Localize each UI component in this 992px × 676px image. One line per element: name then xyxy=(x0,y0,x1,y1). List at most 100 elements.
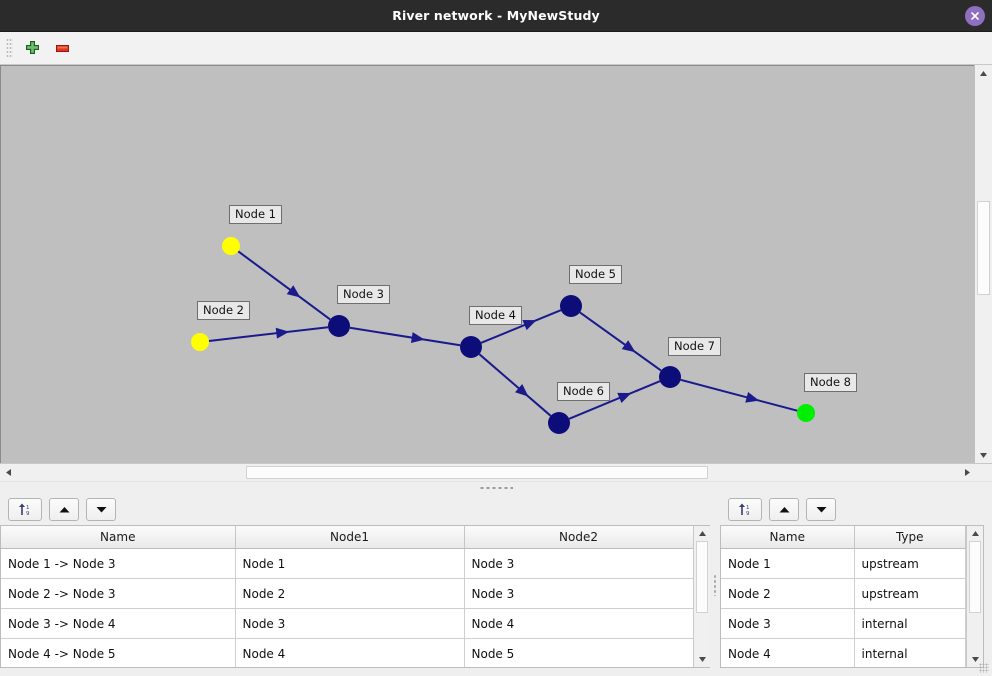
canvas-hscroll-thumb[interactable] xyxy=(246,466,708,479)
table-cell[interactable]: Node 2 -> Node 3 xyxy=(1,578,236,609)
table-cell[interactable]: Node 2 xyxy=(721,578,855,609)
graph-node-label[interactable]: Node 6 xyxy=(557,382,610,401)
column-header[interactable]: Node1 xyxy=(235,526,465,549)
graph-edge[interactable] xyxy=(568,380,661,420)
reaches-scroll-down-icon[interactable] xyxy=(694,652,710,667)
nodes-move-up-button[interactable] xyxy=(769,497,799,521)
scroll-left-icon[interactable] xyxy=(0,464,16,481)
table-cell[interactable]: Node 3 xyxy=(721,608,855,639)
reaches-scroll-up-icon[interactable] xyxy=(694,526,710,541)
window-resize-grip[interactable] xyxy=(979,663,989,673)
table-cell[interactable]: Node 5 xyxy=(464,638,693,667)
table-cell[interactable]: Node 1 -> Node 3 xyxy=(1,548,236,579)
column-header[interactable]: Name xyxy=(721,526,855,549)
graph-edge[interactable] xyxy=(208,326,329,342)
graph-node-label[interactable]: Node 1 xyxy=(229,205,282,224)
table-cell[interactable]: Node 1 xyxy=(721,548,855,579)
graph-node[interactable] xyxy=(222,237,240,255)
vertical-splitter[interactable] xyxy=(710,493,720,676)
table-cell[interactable]: Node 4 xyxy=(235,638,465,667)
nodes-vscroll-track[interactable] xyxy=(967,541,983,652)
toolbar-grip[interactable] xyxy=(6,38,13,58)
scroll-down-icon[interactable] xyxy=(975,447,992,463)
nodes-vscroll-thumb[interactable] xyxy=(969,541,981,613)
table-cell[interactable]: upstream xyxy=(854,548,966,579)
graph-node[interactable] xyxy=(659,366,681,388)
scroll-right-icon[interactable] xyxy=(959,464,975,481)
graph-node[interactable] xyxy=(460,336,482,358)
nodes-sort-button[interactable]: 1 9 xyxy=(728,497,762,521)
table-cell[interactable]: Node 2 xyxy=(235,578,465,609)
river-network-graph[interactable]: Node 1 Node 2 Node 3 Node 4 Node 5 Node 6 Node… xyxy=(0,65,974,463)
table-cell[interactable]: internal xyxy=(854,608,966,639)
table-cell[interactable]: Node 4 xyxy=(721,638,855,667)
canvas-horizontal-scrollbar[interactable] xyxy=(0,463,992,481)
table-cell[interactable]: Node 1 xyxy=(235,548,465,579)
graph-node-label[interactable]: Node 5 xyxy=(569,265,622,284)
table-cell[interactable]: Node 3 -> Node 4 xyxy=(1,608,236,639)
reaches-vscroll-track[interactable] xyxy=(694,541,710,652)
nodes-scroll-down-icon[interactable] xyxy=(967,652,983,667)
table-cell[interactable]: internal xyxy=(854,638,966,667)
graph-edge[interactable] xyxy=(237,250,331,321)
canvas-hscroll-track[interactable] xyxy=(16,464,959,481)
reaches-sort-button[interactable]: 1 9 xyxy=(8,497,42,521)
reaches-move-down-button[interactable] xyxy=(86,497,116,521)
graph-edge[interactable] xyxy=(579,311,662,372)
graph-node-label[interactable]: Node 8 xyxy=(804,373,857,392)
graph-node[interactable] xyxy=(328,315,350,337)
column-header[interactable]: Type xyxy=(854,526,966,549)
table-cell[interactable]: Node 3 xyxy=(464,548,693,579)
graph-edge[interactable] xyxy=(480,309,562,344)
nodes-move-down-button[interactable] xyxy=(806,497,836,521)
nodes-vertical-scrollbar[interactable] xyxy=(966,526,983,667)
add-node-button[interactable] xyxy=(17,34,47,62)
graph-node[interactable] xyxy=(548,412,570,434)
column-header[interactable]: Name xyxy=(1,526,236,549)
table-cell[interactable]: Node 3 xyxy=(464,578,693,609)
graph-edge[interactable] xyxy=(349,326,461,347)
table-cell[interactable]: Node 4 xyxy=(464,608,693,639)
canvas-vscroll-thumb[interactable] xyxy=(977,201,990,295)
reaches-vertical-scrollbar[interactable] xyxy=(693,526,710,667)
canvas-vscroll-track[interactable] xyxy=(975,81,992,447)
graph-node-label[interactable]: Node 7 xyxy=(668,337,721,356)
table-cell[interactable]: Node 3 xyxy=(235,608,465,639)
close-icon[interactable] xyxy=(965,5,985,26)
column-header[interactable]: Node2 xyxy=(464,526,693,549)
nodes-scroll-up-icon[interactable] xyxy=(967,526,983,541)
horizontal-splitter[interactable] xyxy=(0,481,992,493)
table-cell[interactable]: upstream xyxy=(854,578,966,609)
canvas-vertical-scrollbar[interactable] xyxy=(974,65,992,463)
remove-node-button[interactable] xyxy=(47,34,77,62)
reaches-move-up-button[interactable] xyxy=(49,497,79,521)
graph-node[interactable] xyxy=(191,333,209,351)
graph-edge[interactable] xyxy=(680,378,798,412)
graph-node-label[interactable]: Node 3 xyxy=(337,285,390,304)
reaches-vscroll-thumb[interactable] xyxy=(696,541,708,613)
table-cell[interactable]: Node 4 -> Node 5 xyxy=(1,638,236,667)
graph-edge[interactable] xyxy=(478,353,552,417)
graph-node-label[interactable]: Node 4 xyxy=(469,306,522,325)
scroll-up-icon[interactable] xyxy=(975,65,992,81)
graph-node[interactable] xyxy=(797,404,815,422)
graph-node-label[interactable]: Node 2 xyxy=(197,301,250,320)
graph-node[interactable] xyxy=(560,295,582,317)
